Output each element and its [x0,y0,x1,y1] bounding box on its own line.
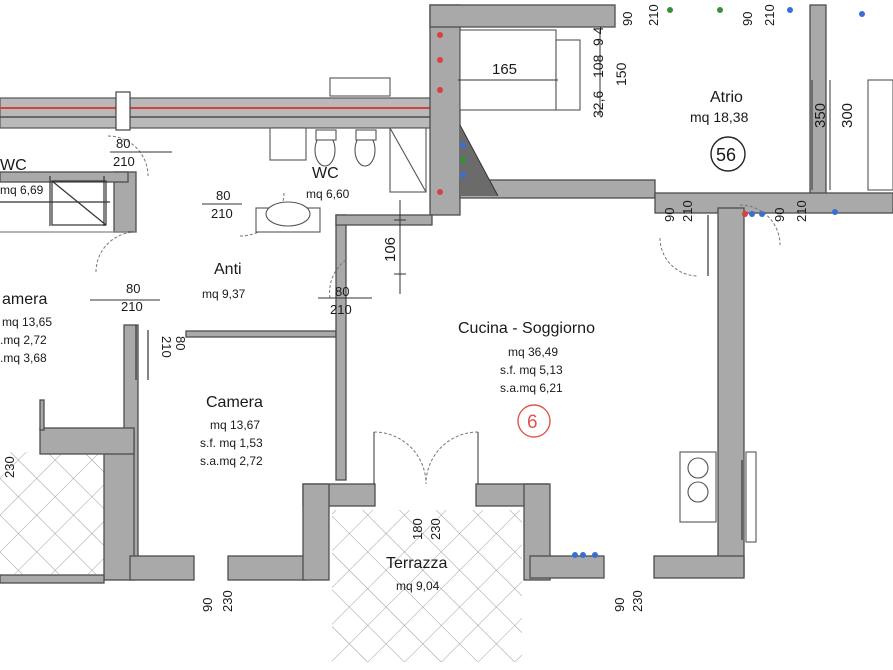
room-camera-left-name: amera [2,291,47,308]
dim-210-a: 210 [113,154,135,169]
dim-90-top2: 90 [740,12,755,26]
dim-300: 300 [839,103,856,128]
dim-210-top1: 210 [646,4,661,26]
room-camera-area: mq 13,67 [210,418,260,432]
atrio-marker: 56 [710,136,746,172]
dim-230-b1: 230 [220,590,235,612]
dim-230-c: 230 [428,518,443,540]
dim-165: 165 [492,61,517,78]
room-camera-sa: s.a.mq 2,72 [200,454,263,468]
dim-350: 350 [812,103,829,128]
dim-80-c: 80 [126,281,140,296]
atrio-number: 56 [716,145,736,165]
dim-32-6: 32,6 [590,91,606,118]
fixtures [255,29,893,543]
room-camera-left-sa: .mq 3,68 [0,351,47,365]
pipe-markers [437,7,865,558]
dim-210-e: 210 [159,336,174,358]
room-atrio-name: Atrio [710,89,743,106]
dim-90-b1: 90 [200,598,215,612]
room-cucina-name: Cucina - Soggiorno [458,320,595,337]
room-camera-sf: s.f. mq 1,53 [200,436,263,450]
room-cucina-sa: s.a.mq 6,21 [500,381,563,395]
thin-lines [0,176,743,540]
dim-150: 150 [613,62,629,86]
dim-210-mid1: 210 [680,200,695,222]
room-terrazza-area: mq 9,04 [396,579,440,593]
dim-210-top2: 210 [762,4,777,26]
room-camera-left-sf: .mq 2,72 [0,333,47,347]
dim-210-mid2: 210 [794,200,809,222]
dim-210-c: 210 [121,299,143,314]
walls [0,4,893,584]
room-wc-center-name: WC [312,165,339,182]
dim-210-b: 210 [211,206,233,221]
room-wc-center-area: mq 6,60 [306,187,350,201]
dim-106: 106 [382,237,399,262]
room-camera-left-area: mq 13,65 [2,315,52,329]
room-terrazza-name: Terrazza [386,555,447,572]
room-wc-left-area: mq 6,69 [0,183,44,197]
dim-80-e: 80 [173,336,188,350]
room-wc-left-name: WC [0,157,27,174]
dim-210-d: 210 [330,302,352,317]
room-atrio-area: mq 18,38 [690,109,749,125]
apartment-number: 6 [527,412,538,433]
service-band [0,91,441,131]
apartment-marker: 6 [517,404,551,438]
dim-180: 180 [410,518,425,540]
room-anti-name: Anti [214,261,242,278]
stair [459,124,499,197]
room-anti-area: mq 9,37 [202,287,246,301]
dimension-lines [90,30,831,301]
dim-90-top1: 90 [620,12,635,26]
room-camera-name: Camera [206,394,263,411]
door-swings [95,135,781,485]
dim-230-left: 230 [2,456,17,478]
room-labels: WC mq 6,69 amera mq 13,65 .mq 2,72 .mq 3… [0,89,749,593]
room-cucina-area: mq 36,49 [508,345,558,359]
dim-230-b2: 230 [630,590,645,612]
dim-90-mid1: 90 [662,208,677,222]
dim-80-a: 80 [116,136,130,151]
dim-9-4: 9 4 [590,26,606,46]
room-cucina-sf: s.f. mq 5,13 [500,363,563,377]
dim-90-b2: 90 [612,598,627,612]
left-balcony-floor [0,452,104,574]
dim-108: 108 [590,54,606,78]
dim-80-b: 80 [216,188,230,203]
dimension-texts: 80 210 80 210 80 210 80 210 210 80 165 3… [2,4,856,612]
dim-80-d: 80 [335,284,349,299]
dim-90-mid2: 90 [772,208,787,222]
terrace-floor [332,510,522,662]
